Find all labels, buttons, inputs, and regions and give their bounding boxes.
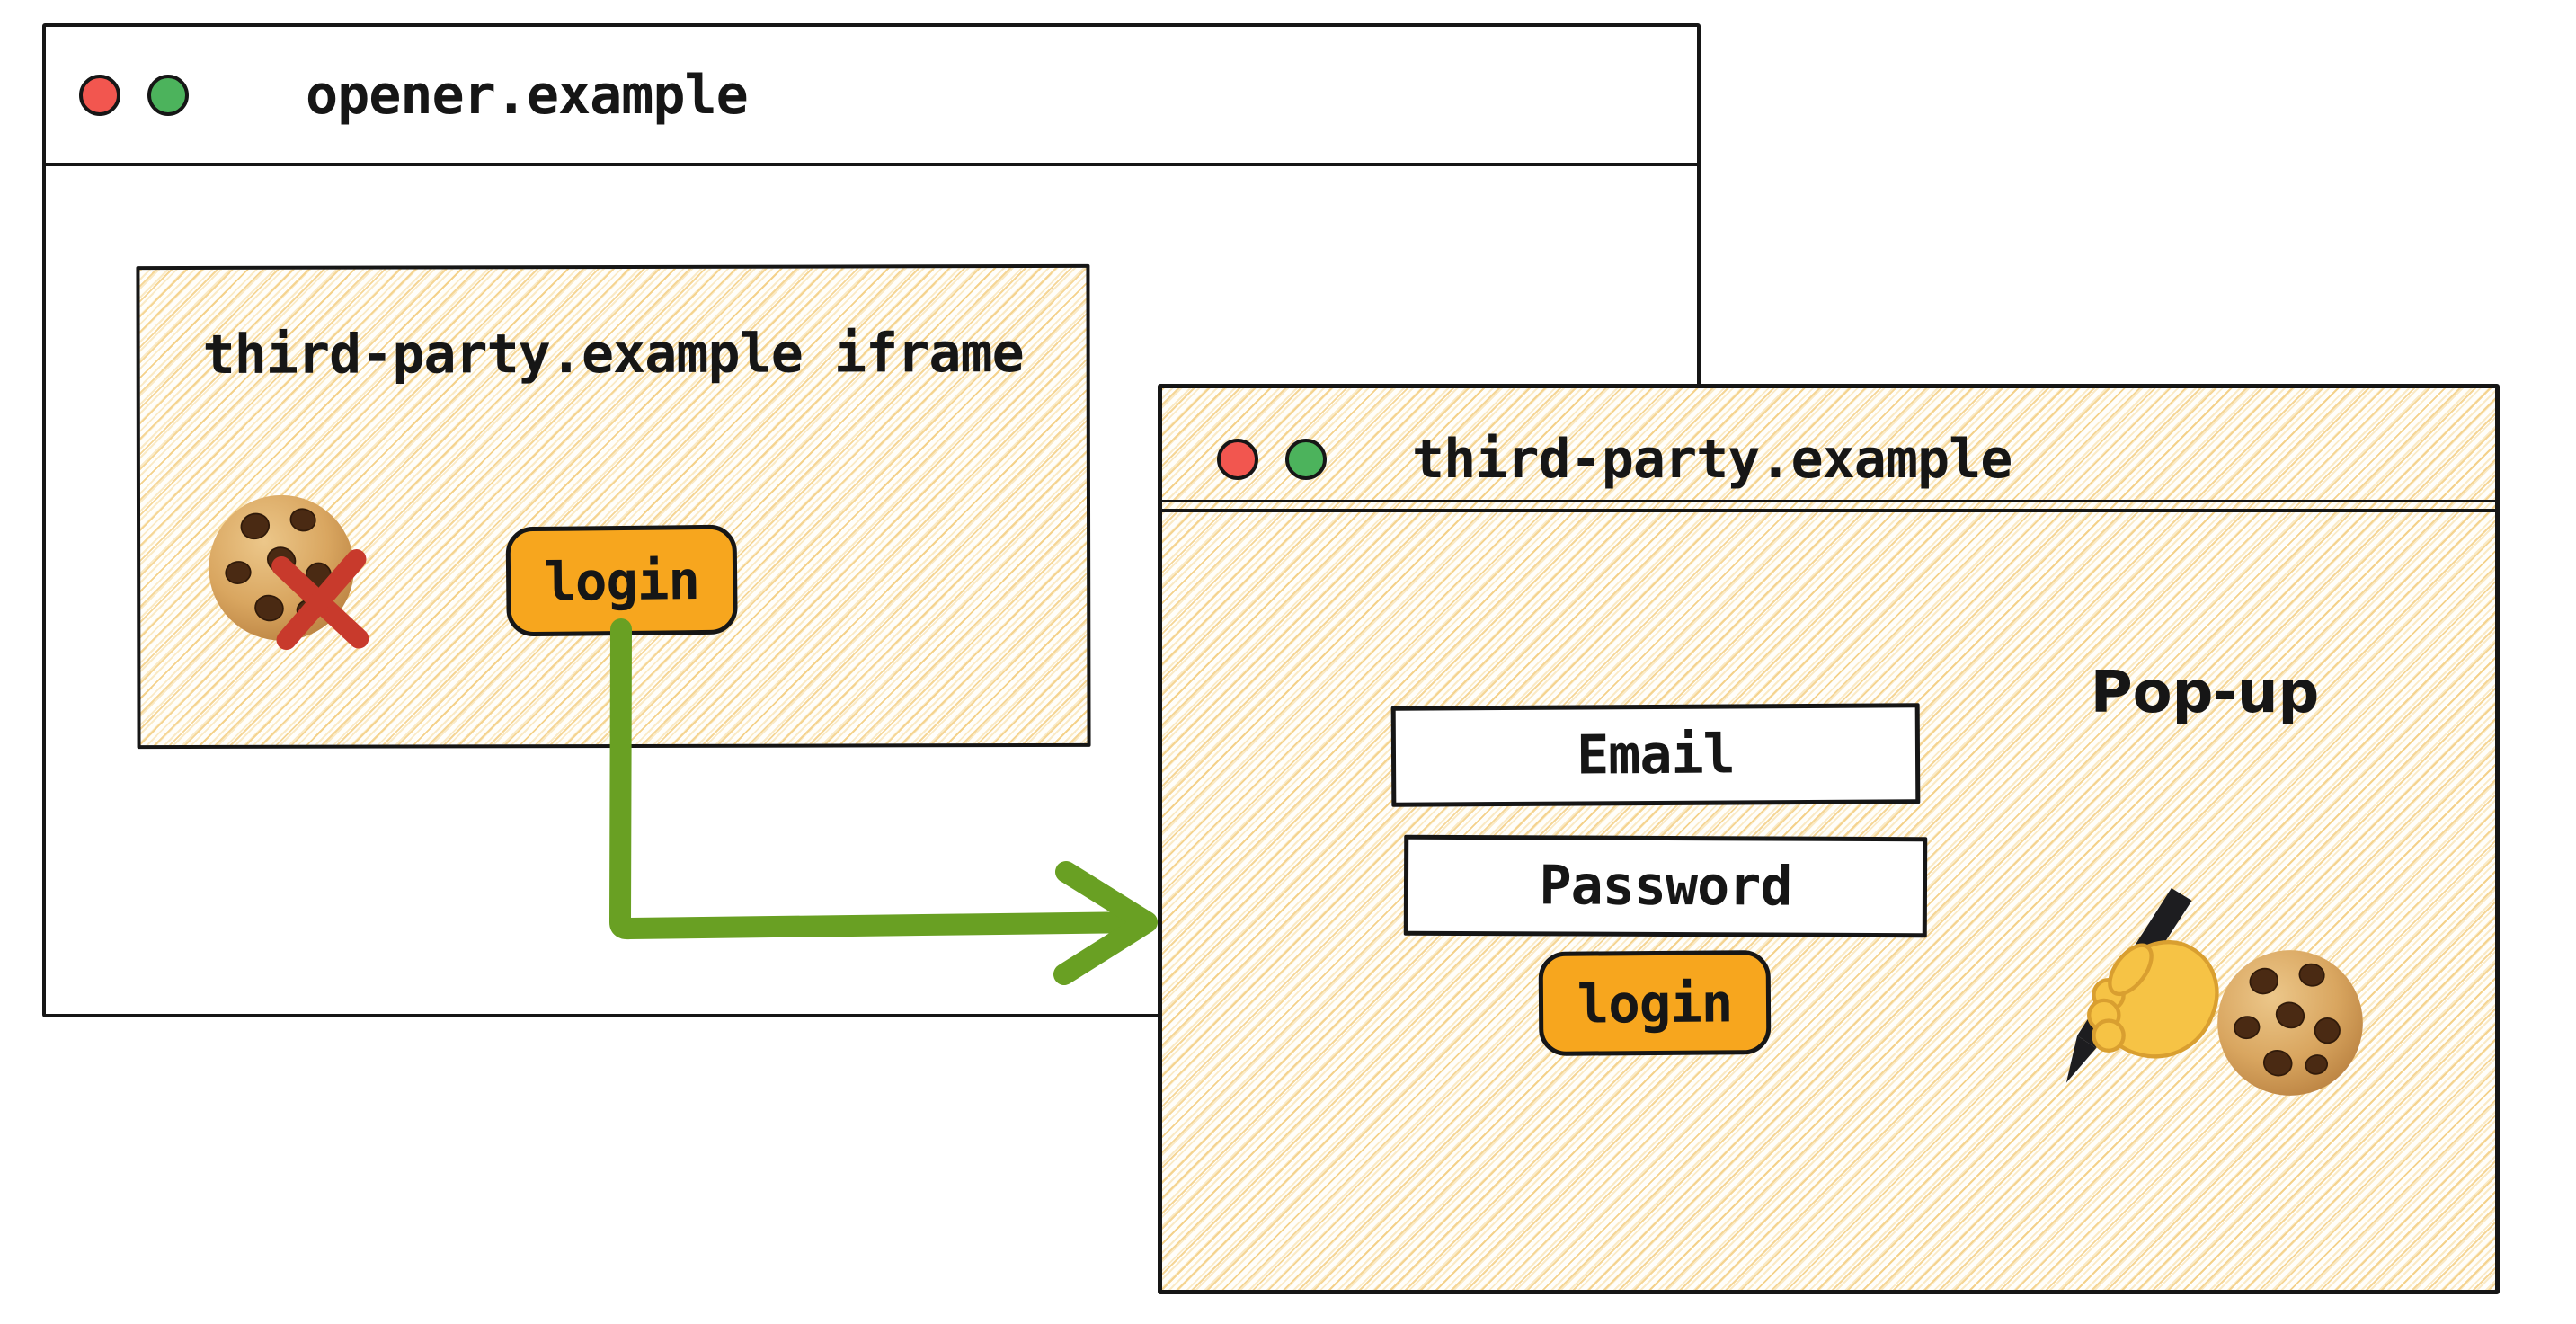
iframe-login-button[interactable]: login (505, 524, 738, 637)
popup-window-title: third-party.example (1412, 428, 2012, 491)
iframe-label: third-party.example iframe (202, 322, 1024, 387)
third-party-iframe: third-party.example iframe login (136, 263, 1091, 750)
password-field[interactable]: Password (1403, 834, 1928, 938)
cookie-icon (2213, 946, 2367, 1100)
opener-titlebar: opener.example (46, 27, 1697, 166)
popup-titlebar: third-party.example (1162, 388, 2495, 512)
opener-window-title: opener.example (306, 63, 749, 127)
traffic-light-green-icon[interactable] (1285, 439, 1327, 480)
blocked-cross-icon (262, 542, 378, 659)
traffic-light-red-icon[interactable] (1217, 439, 1258, 480)
writing-hand-icon (2033, 888, 2222, 1111)
traffic-light-green-icon[interactable] (147, 74, 189, 116)
popup-login-button[interactable]: login (1538, 950, 1772, 1056)
popup-label: Pop-up (2090, 660, 2320, 726)
email-field[interactable]: Email (1390, 703, 1921, 807)
traffic-light-red-icon[interactable] (79, 74, 120, 116)
popup-window: third-party.example Pop-up Email Passwor… (1158, 384, 2500, 1294)
